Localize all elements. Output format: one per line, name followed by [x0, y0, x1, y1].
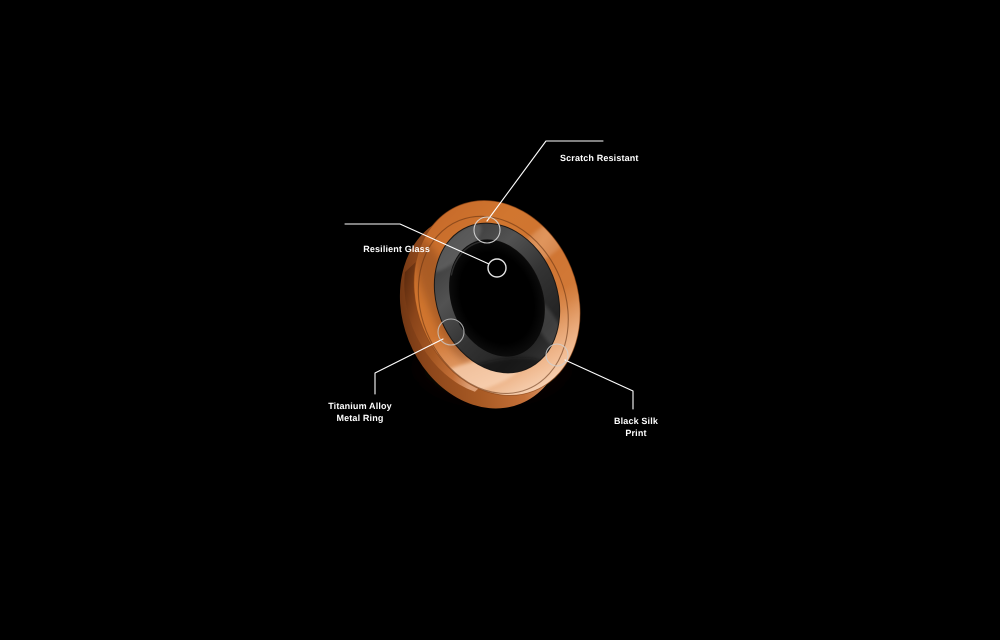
callout-label-resilient-glass: Resilient Glass: [363, 244, 430, 254]
marker-resilient-glass[interactable]: [487, 258, 507, 278]
leader-line-scratch-resistant: [486, 140, 604, 222]
ring-body: [390, 180, 610, 420]
leader-line-resilient-glass: [344, 223, 490, 265]
callout-titanium-alloy[interactable]: [374, 318, 465, 395]
callout-black-silk[interactable]: [545, 343, 634, 410]
ring-aperture: [449, 239, 545, 357]
leader-line-black-silk: [564, 359, 634, 410]
leader-line-titanium-alloy: [374, 338, 444, 395]
callout-label-black-silk: Black Silk Print: [613, 416, 659, 438]
callout-label-scratch-resistant: Scratch Resistant: [560, 153, 639, 163]
marker-titanium-alloy[interactable]: [437, 318, 465, 346]
callout-scratch-resistant[interactable]: [473, 140, 604, 244]
callout-label-titanium-alloy: Titanium Alloy Metal Ring: [328, 401, 392, 423]
callout-resilient-glass[interactable]: [344, 223, 507, 278]
marker-black-silk[interactable]: [545, 343, 569, 367]
marker-scratch-resistant[interactable]: [473, 216, 501, 244]
